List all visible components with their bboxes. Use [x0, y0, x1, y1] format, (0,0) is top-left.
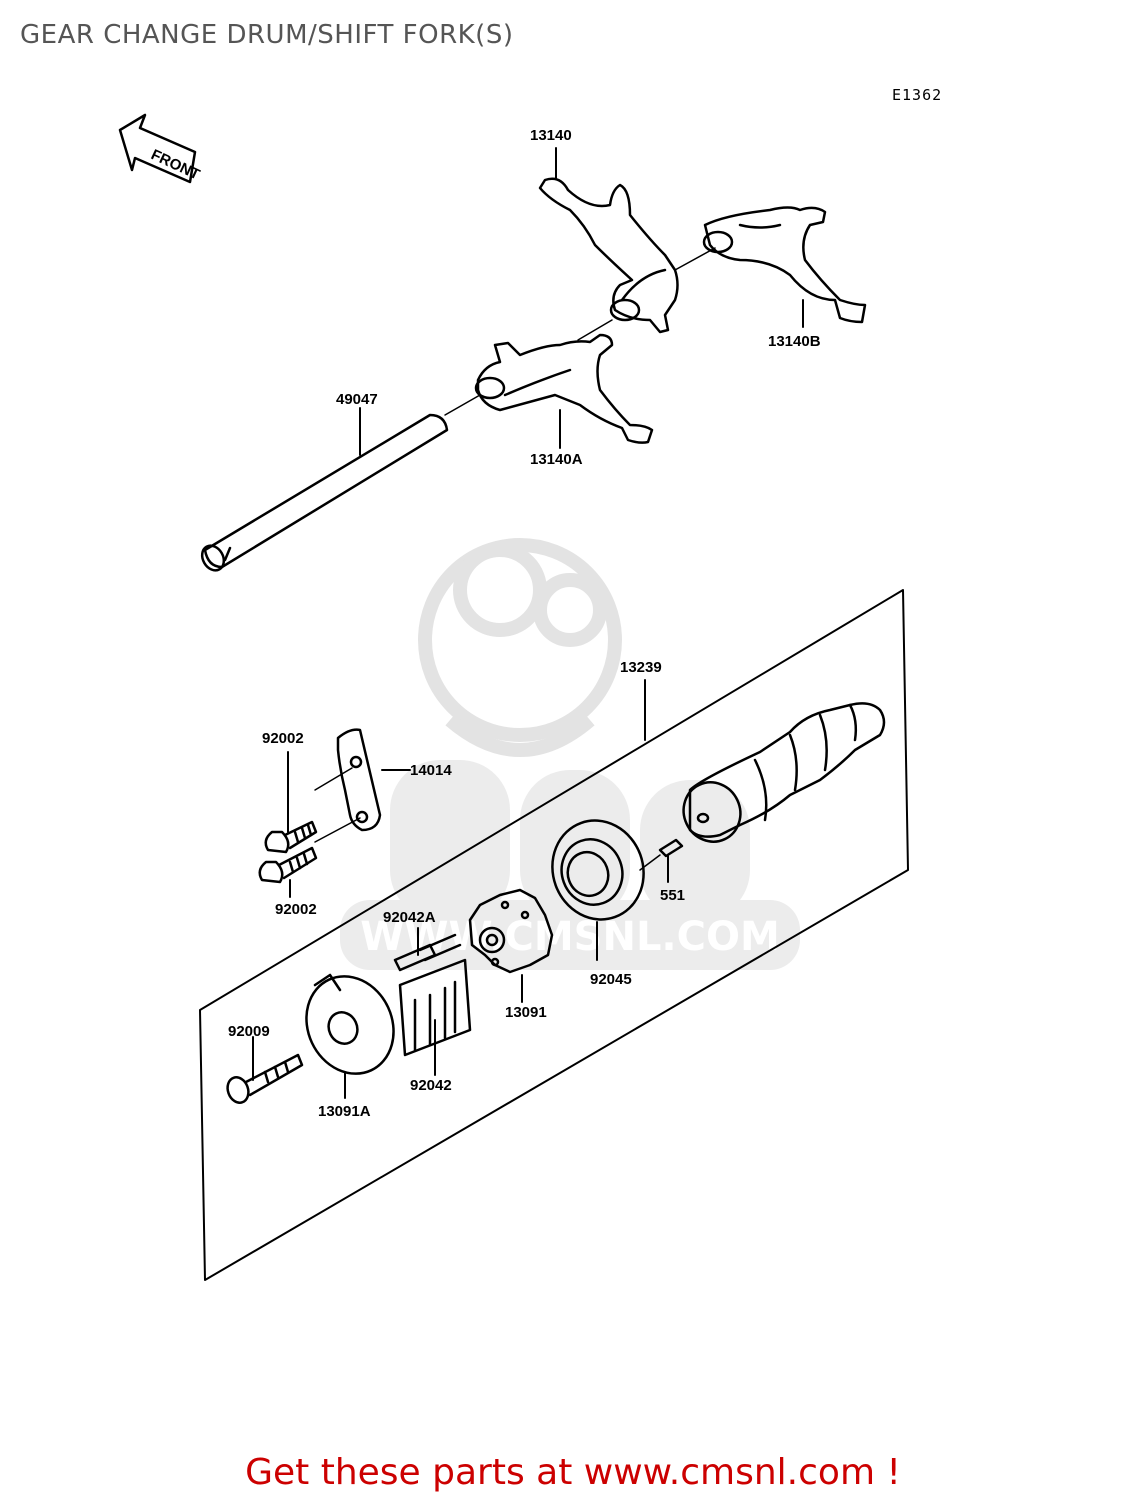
- diagram-code: E1362: [892, 86, 942, 104]
- bolt-92002-top: [264, 820, 318, 854]
- label-92042: 92042: [410, 1077, 452, 1094]
- label-92009: 92009: [228, 1023, 270, 1040]
- shift-fork-13140A: [474, 333, 654, 444]
- pins-92042A: [393, 933, 462, 972]
- pin-551: [658, 838, 684, 858]
- bolt-92002-bottom: [258, 846, 318, 884]
- shift-drum-cam-13091: [468, 888, 554, 974]
- screw-92009: [226, 1053, 304, 1104]
- parts-diagram: FRONT E1362 13140 13140B 49047 13140A 13…: [118, 86, 942, 1281]
- footer-link[interactable]: Get these parts at www.cmsnl.com !: [245, 1452, 901, 1493]
- label-13239: 13239: [620, 659, 662, 676]
- watermark-text: WWW.CMSNL.COM: [360, 914, 780, 960]
- cam-plate-13091A: [305, 973, 395, 1075]
- label-13140B: 13140B: [768, 333, 821, 350]
- label-13091: 13091: [505, 1004, 547, 1021]
- page-title: GEAR CHANGE DRUM/SHIFT FORK(S): [20, 20, 514, 50]
- label-92002-top: 92002: [262, 730, 304, 747]
- label-92045: 92045: [590, 971, 632, 988]
- shift-fork-13140B: [702, 206, 867, 324]
- label-92002-bottom: 92002: [275, 901, 317, 918]
- label-14014: 14014: [410, 762, 452, 779]
- label-551: 551: [660, 887, 685, 904]
- front-arrow-icon: [118, 113, 197, 184]
- label-13091A: 13091A: [318, 1103, 371, 1120]
- pins-92042: [398, 958, 472, 1057]
- drum-assembly-box: [199, 589, 909, 1281]
- label-92042A: 92042A: [383, 909, 436, 926]
- shift-fork-13140: [538, 177, 679, 334]
- plate-14014: [336, 728, 382, 832]
- fork-shaft-49047: [200, 413, 449, 572]
- watermark-logo: WWW.CMSNL.COM: [340, 538, 800, 970]
- gear-change-drum-13239: [682, 702, 886, 843]
- bearing-92045: [551, 819, 645, 921]
- label-13140: 13140: [530, 127, 572, 144]
- label-49047: 49047: [336, 391, 378, 408]
- label-13140A: 13140A: [530, 451, 583, 468]
